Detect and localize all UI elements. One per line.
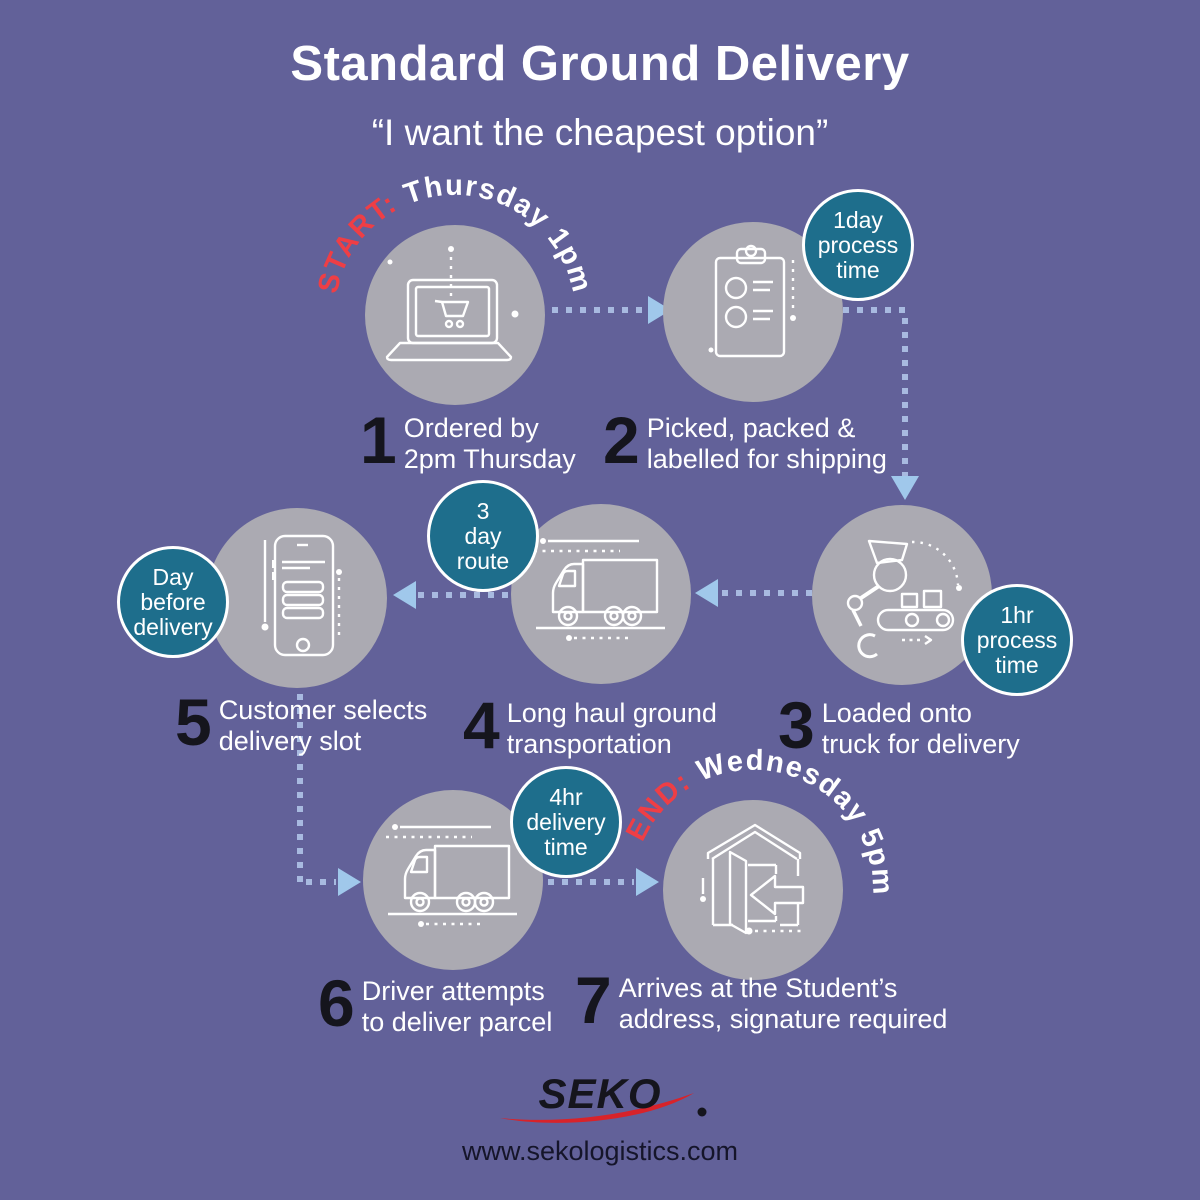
laptop-cart-icon bbox=[385, 246, 519, 362]
step-number: 6 bbox=[318, 966, 355, 1040]
step-circle-7 bbox=[663, 800, 843, 980]
house-door-arrow-icon bbox=[700, 823, 805, 935]
arrow-right-icon bbox=[636, 868, 659, 896]
clipboard-checklist-icon bbox=[708, 244, 796, 358]
step-number: 3 bbox=[778, 688, 815, 762]
logo-dot bbox=[697, 1107, 707, 1117]
website-link[interactable]: www.sekologistics.com bbox=[461, 1136, 739, 1166]
badge-4hr-delivery-time: 4hr delivery time bbox=[510, 766, 622, 878]
badge-day-before-delivery: Day before delivery bbox=[117, 546, 229, 658]
logo-swoosh bbox=[500, 1093, 694, 1123]
step-label-2: 2 Picked, packed &labelled for shipping bbox=[603, 403, 887, 477]
robot-arm-loader-icon bbox=[846, 539, 962, 659]
step-circle-1 bbox=[365, 225, 545, 405]
step-number: 4 bbox=[463, 688, 500, 762]
step-number: 5 bbox=[175, 685, 212, 759]
step-number: 7 bbox=[575, 963, 612, 1037]
page-subtitle: “I want the cheapest option” bbox=[371, 112, 829, 153]
arrow-down-icon bbox=[891, 476, 919, 500]
step-number: 2 bbox=[603, 403, 640, 477]
step-number: 1 bbox=[360, 403, 397, 477]
page-title: Standard Ground Delivery bbox=[290, 37, 910, 91]
badge-3-day-route: 3 day route bbox=[427, 480, 539, 592]
arrow-left-icon bbox=[695, 579, 718, 607]
step-circle-5 bbox=[207, 508, 387, 688]
step-circle-4 bbox=[511, 504, 691, 684]
smartphone-icon bbox=[261, 534, 342, 657]
badge-1day-process-time: 1day process time bbox=[802, 189, 914, 301]
step-circle-3 bbox=[812, 505, 992, 685]
badge-1hr-process-time: 1hr process time bbox=[961, 584, 1073, 696]
delivery-truck-icon bbox=[386, 824, 517, 927]
seko-logo: SEKO bbox=[500, 1070, 707, 1123]
arrow-left-icon bbox=[393, 581, 416, 609]
delivery-truck-icon bbox=[534, 538, 665, 641]
arrow-right-icon bbox=[338, 868, 361, 896]
logo-text: SEKO bbox=[538, 1070, 661, 1117]
